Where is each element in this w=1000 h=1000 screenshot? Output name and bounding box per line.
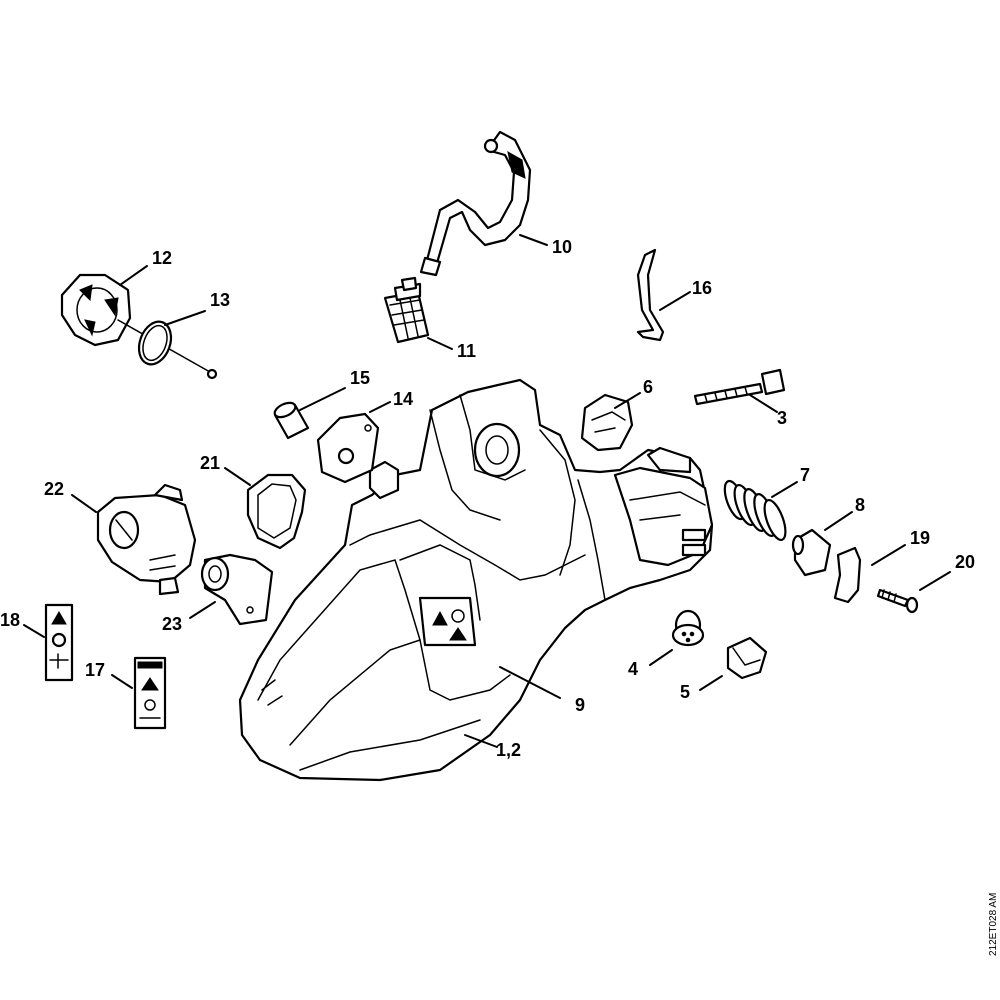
fuel-filter-11	[383, 276, 430, 344]
leader-15	[299, 387, 346, 411]
leader-21	[224, 467, 251, 486]
leader-6	[614, 392, 641, 409]
bolt	[693, 368, 786, 406]
cover-14	[316, 412, 380, 484]
leader-16	[659, 291, 691, 311]
leader-17	[111, 674, 133, 689]
screw-20	[876, 588, 919, 614]
leader-10	[519, 234, 548, 246]
leader-23	[189, 601, 216, 619]
callout-1-2: 1,2	[496, 740, 521, 760]
callout-13: 13	[210, 290, 230, 310]
leader-19	[871, 544, 906, 566]
carburetor-22	[96, 483, 197, 596]
manifold-23	[200, 553, 274, 626]
callout-10: 10	[552, 237, 572, 257]
callout-8: 8	[855, 495, 865, 515]
plate-19	[833, 546, 862, 604]
label-17	[133, 656, 167, 730]
leader-3	[749, 394, 778, 413]
callout-labels: 1,2 3 4 5 6 7 8 9 10 11 12 13 14 15 16 1…	[0, 237, 975, 760]
drawing-code: 212ET028 AM	[988, 893, 999, 956]
callout-16: 16	[692, 278, 712, 298]
leader-20	[919, 571, 951, 591]
callout-17: 17	[85, 660, 105, 680]
plug-5	[726, 636, 768, 680]
leader-14	[369, 401, 391, 413]
label-18	[44, 603, 74, 682]
leader-11	[427, 337, 453, 350]
leader-5	[699, 675, 723, 691]
callout-22: 22	[44, 479, 64, 499]
spring-7	[723, 479, 787, 542]
callout-15: 15	[350, 368, 370, 388]
callout-20: 20	[955, 552, 975, 572]
callout-11: 11	[457, 341, 476, 361]
callout-6: 6	[643, 377, 653, 397]
leader-12	[119, 265, 148, 286]
housing	[238, 378, 714, 782]
callout-12: 12	[152, 248, 172, 268]
callout-4: 4	[628, 659, 638, 679]
o-ring-13	[137, 320, 173, 366]
sleeve-15	[273, 401, 310, 440]
buffer-cap-8	[791, 528, 832, 577]
callout-14: 14	[393, 389, 413, 409]
grommet-4	[671, 609, 705, 647]
oil-pump-12	[60, 273, 218, 380]
callout-21: 21	[200, 453, 220, 473]
hose-16	[636, 248, 665, 342]
callout-23: 23	[162, 614, 182, 634]
leader-4	[649, 649, 673, 666]
leader-9	[499, 666, 561, 699]
callout-7: 7	[800, 465, 810, 485]
fuel-hose-10	[419, 130, 532, 277]
leader-13	[164, 310, 206, 326]
leader-8	[824, 511, 853, 531]
callout-5: 5	[680, 682, 690, 702]
leader-7	[771, 481, 798, 498]
leader-lines	[23, 234, 951, 748]
gasket-21	[246, 473, 307, 550]
callout-9: 9	[575, 695, 585, 715]
callout-3: 3	[777, 408, 787, 428]
buffer-6	[580, 393, 634, 452]
callout-18: 18	[0, 610, 20, 630]
callout-19: 19	[910, 528, 930, 548]
leader-22	[71, 494, 97, 513]
leader-1-2	[464, 734, 498, 748]
leader-18	[23, 624, 45, 638]
